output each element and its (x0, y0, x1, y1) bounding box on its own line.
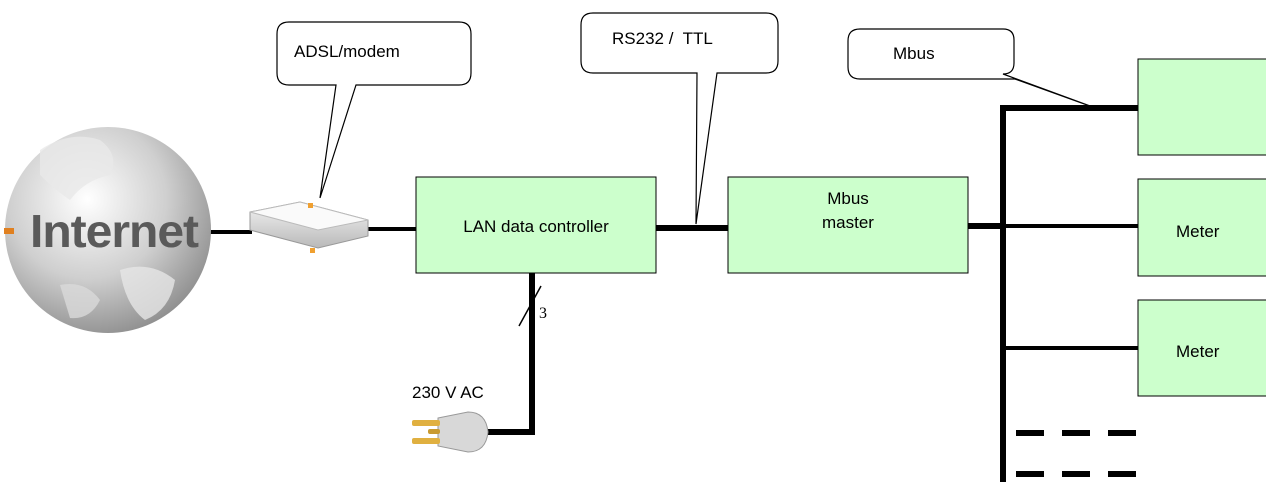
meter-3-label: Meter (1176, 342, 1220, 361)
lan-controller-label: LAN data controller (463, 217, 609, 236)
wire-count-label: 3 (539, 305, 547, 322)
callout-adsl-text: ADSL/modem (294, 42, 400, 61)
adsl-modem-icon (249, 201, 369, 253)
callout-rs232-ttl: RS232 / TTL (580, 12, 779, 225)
connection-lines (204, 105, 1138, 482)
modem-led-top (308, 203, 313, 208)
mbus-master-box: Mbus master (727, 176, 969, 274)
voltage-label: 230 V AC (412, 383, 484, 402)
callout-adsl-modem: ADSL/modem (276, 21, 472, 199)
internet-globe: Internet (4, 127, 211, 333)
meter-box-2: Meter (1137, 178, 1266, 277)
lan-data-controller-box: LAN data controller (415, 176, 657, 274)
mbus-master-label-line1: Mbus (827, 189, 869, 208)
modem-led-bottom (310, 248, 315, 253)
callout-mbus-text: Mbus (893, 44, 935, 63)
wire-count-tick (518, 285, 542, 327)
power-plug-icon (412, 411, 489, 453)
mbus-master-label-line2: master (822, 213, 874, 232)
globe-connector-dot (4, 228, 14, 234)
meter-2-label: Meter (1176, 222, 1220, 241)
meter-box-top (1137, 58, 1266, 156)
power-cable (486, 272, 535, 435)
meter-box-3: Meter (1137, 299, 1266, 397)
internet-label: Internet (30, 205, 199, 257)
callout-mbus: Mbus (847, 28, 1091, 107)
callout-rs232-text: RS232 / TTL (612, 29, 713, 48)
